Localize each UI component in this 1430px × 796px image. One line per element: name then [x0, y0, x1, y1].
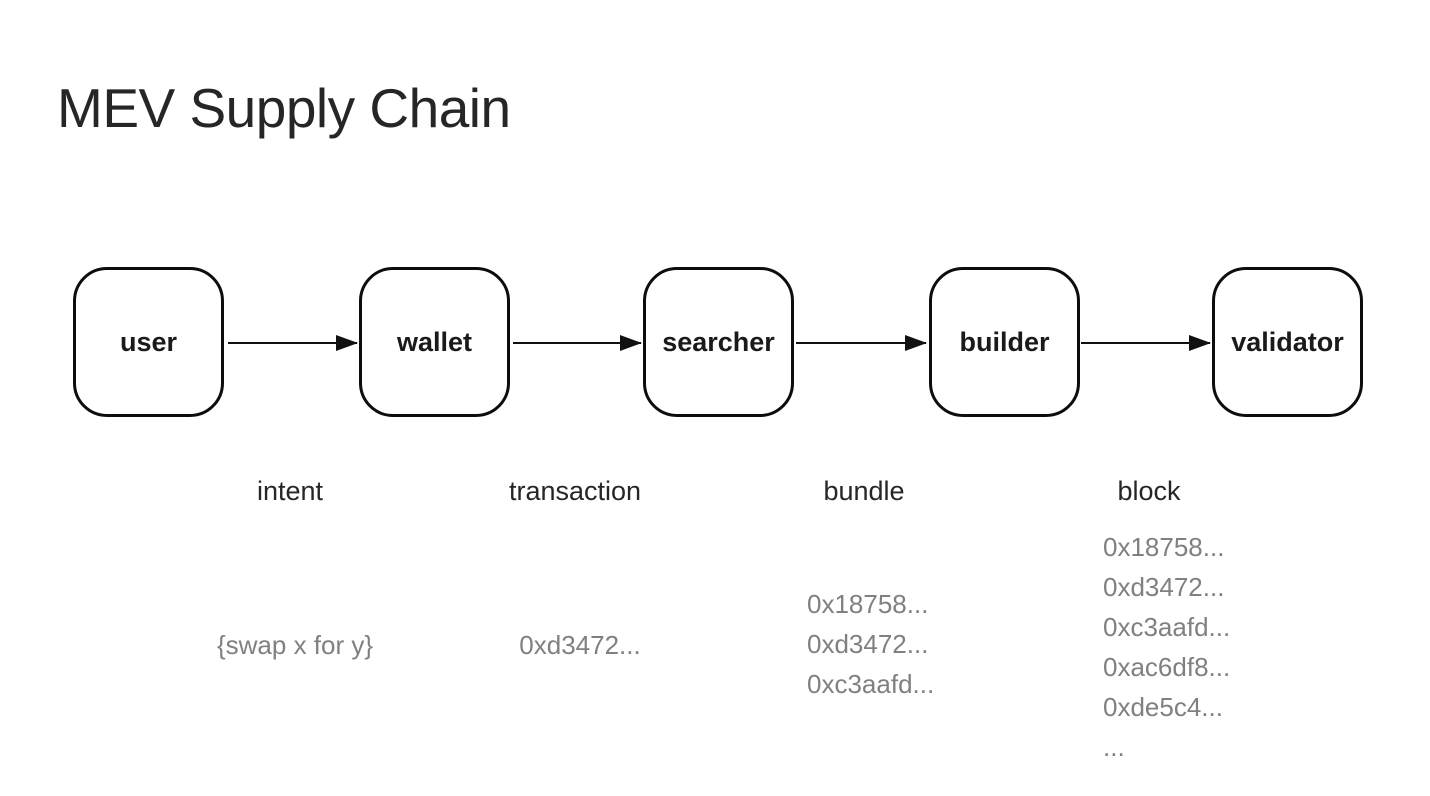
node-builder: builder [929, 267, 1080, 417]
edge-label-intent: intent [256, 476, 324, 506]
block-hash-line: ... [1103, 732, 1125, 762]
node-user-label: user [119, 326, 178, 357]
bundle-hash-line: 0x18758... [807, 589, 929, 619]
node-wallet-label: wallet [396, 326, 473, 357]
block-hash-line: 0xac6df8... [1103, 652, 1231, 682]
payload-bundle-list: 0x18758... 0xd3472... 0xc3aafd... [807, 584, 934, 704]
block-hash-line: 0xd3472... [1103, 572, 1225, 602]
payload-transaction-example: 0xd3472... [519, 630, 641, 660]
node-searcher: searcher [643, 267, 794, 417]
payload-block-list: 0x18758... 0xd3472... 0xc3aafd... 0xac6d… [1103, 527, 1230, 767]
edge-label-block: block [1117, 476, 1181, 506]
block-hash-line: 0xc3aafd... [1103, 612, 1231, 642]
block-hash-line: 0x18758... [1103, 532, 1225, 562]
node-searcher-label: searcher [662, 326, 775, 357]
payload-intent-example: {swap x for y} [216, 630, 374, 660]
node-wallet: wallet [359, 267, 510, 417]
edge-label-transaction: transaction [508, 476, 642, 506]
node-builder-label: builder [959, 326, 1050, 357]
page-title: MEV Supply Chain [57, 77, 511, 139]
node-validator-label: validator [1231, 326, 1344, 357]
bundle-hash-line: 0xd3472... [807, 629, 929, 659]
bundle-hash-line: 0xc3aafd... [807, 669, 935, 699]
node-validator: validator [1212, 267, 1363, 417]
block-hash-line: 0xde5c4... [1103, 692, 1223, 722]
edge-label-bundle: bundle [823, 476, 905, 506]
node-user: user [73, 267, 224, 417]
